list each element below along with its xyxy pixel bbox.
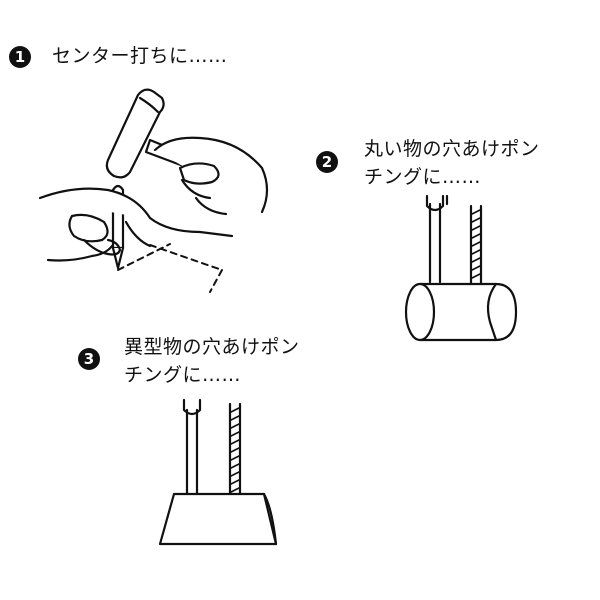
cylinder-workpiece-icon: [404, 282, 518, 342]
punch-tool-icon: [182, 398, 202, 496]
step-3-caption-line-1: 異型物の穴あけポン: [124, 336, 300, 358]
workpiece-marking-lines: [117, 243, 223, 293]
step-2-caption-line-1: 丸い物の穴あけポン: [364, 138, 540, 160]
step-1-caption-line-1: センター打ちに……: [52, 45, 228, 67]
step-3-caption-line-2: チングに……: [124, 364, 242, 386]
illustration-irregular-workpiece: [158, 398, 278, 546]
step-2-number-badge: 2: [316, 151, 338, 173]
knurled-rod-icon: [228, 402, 242, 496]
step-3-number-badge: 3: [78, 348, 100, 370]
knurled-rod-icon: [469, 204, 483, 288]
step-1-caption: センター打ちに……: [52, 42, 228, 70]
illustration-round-workpiece: [404, 194, 518, 342]
right-hand-icon: [153, 136, 269, 216]
step-2-caption: 丸い物の穴あけポン チングに……: [364, 135, 540, 191]
angled-workpiece-icon: [158, 492, 278, 546]
step-3-caption: 異型物の穴あけポン チングに……: [124, 333, 300, 389]
illustration-center-punch: [38, 88, 269, 293]
step-1-number-badge: 1: [9, 46, 31, 68]
left-hand-icon: [38, 187, 234, 262]
punch-tool-icon: [425, 194, 449, 284]
step-2-caption-line-2: チングに……: [364, 166, 482, 188]
